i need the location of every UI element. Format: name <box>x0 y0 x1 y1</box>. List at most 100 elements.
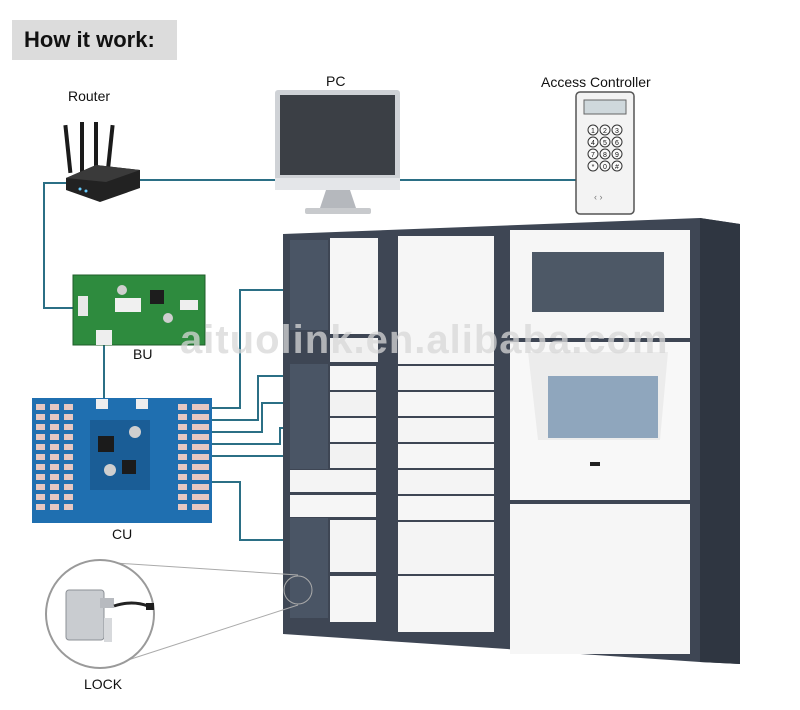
keypad-key-label: 1 <box>591 128 595 135</box>
cu-connector-pin <box>36 434 45 440</box>
cu-connector-pin <box>200 504 209 510</box>
keypad-key-label: 3 <box>615 128 619 135</box>
bu-board-icon <box>72 274 206 346</box>
cu-connectors <box>36 404 209 510</box>
pc-monitor-icon <box>275 90 400 214</box>
cu-locker-link-2 <box>210 375 296 421</box>
keypad-key <box>599 124 611 136</box>
cu-connector-pin <box>192 444 201 450</box>
cu-connector-pin <box>36 464 45 470</box>
keypad-key <box>587 160 599 172</box>
keypad-key-label: 9 <box>615 152 619 159</box>
keypad-key <box>611 160 623 172</box>
cu-connector-pin <box>178 414 187 420</box>
keypad-key-label: 4 <box>591 140 595 147</box>
cu-connector-pin <box>200 444 209 450</box>
cu-connector-pin <box>178 484 187 490</box>
cu-connector-pin <box>192 504 201 510</box>
cu-connector-pin <box>192 494 201 500</box>
cu-connector-pin <box>192 484 201 490</box>
keypad-key <box>599 160 611 172</box>
keypad-key-label: 6 <box>615 140 619 147</box>
cu-connector-pin <box>192 474 201 480</box>
cu-locker-link-6 <box>210 481 296 541</box>
cu-connector-pin <box>36 424 45 430</box>
cu-connector-pin <box>36 494 45 500</box>
cu-connector-pin <box>50 484 59 490</box>
cu-connector-pin <box>50 444 59 450</box>
cu-connector-pin <box>200 454 209 460</box>
cu-connector-pin <box>192 414 201 420</box>
cu-connector-pin <box>178 424 187 430</box>
cu-connector-pin <box>36 474 45 480</box>
cu-connector-pin <box>200 484 209 490</box>
locker-cabinet <box>283 218 740 664</box>
cu-connector-pin <box>200 494 209 500</box>
cu-label: CU <box>112 526 133 542</box>
keypad-key <box>611 136 623 148</box>
cu-connector-pin <box>178 454 187 460</box>
cu-connector-pin <box>50 414 59 420</box>
cu-board-icon <box>32 398 212 523</box>
access-controller-label: Access Controller <box>541 74 651 90</box>
cu-connector-pin <box>50 474 59 480</box>
cu-connector-pin <box>36 504 45 510</box>
cu-connector-pin <box>178 474 187 480</box>
router-bu-link <box>43 182 78 309</box>
pc-label: PC <box>326 73 346 89</box>
keypad-key <box>587 136 599 148</box>
cu-connector-pin <box>200 414 209 420</box>
keypad-key-label: 5 <box>603 140 607 147</box>
cu-connector-pin <box>178 464 187 470</box>
cu-connector-pin <box>192 464 201 470</box>
keypad-key-label: 8 <box>603 152 607 159</box>
cu-connector-pin <box>36 414 45 420</box>
cu-connector-pin <box>64 494 73 500</box>
cu-connector-pin <box>64 474 73 480</box>
cu-connector-pin <box>64 454 73 460</box>
cu-connector-pin <box>200 424 209 430</box>
cu-connector-pin <box>50 504 59 510</box>
cu-connector-pin <box>178 444 187 450</box>
cu-connector-pin <box>178 404 187 410</box>
cu-connector-pin <box>64 414 73 420</box>
watermark-text: aituolink.en.alibaba.com <box>180 318 669 362</box>
keypad-key-label: * <box>592 164 595 171</box>
cu-locker-link-3 <box>210 402 296 433</box>
keypad-key <box>587 148 599 160</box>
cu-connector-pin <box>200 464 209 470</box>
keypad-key-label: # <box>615 164 619 171</box>
cu-connector-pin <box>36 484 45 490</box>
cu-connector-pin <box>200 404 209 410</box>
cu-connector-pin <box>178 494 187 500</box>
cu-connector-pin <box>50 454 59 460</box>
cu-connector-pin <box>200 474 209 480</box>
keypad-key-label: 0 <box>603 164 607 171</box>
lock-label: LOCK <box>84 676 123 692</box>
cu-connector-pin <box>64 434 73 440</box>
cu-connector-pin <box>200 434 209 440</box>
cu-connector-pin <box>178 434 187 440</box>
cu-connector-pin <box>64 424 73 430</box>
cu-connector-pin <box>36 404 45 410</box>
cu-connector-pin <box>192 424 201 430</box>
keypad-key <box>611 148 623 160</box>
keypad-key <box>587 124 599 136</box>
cu-connector-pin <box>64 504 73 510</box>
cu-connector-pin <box>192 454 201 460</box>
cu-connector-pin <box>64 464 73 470</box>
cu-connector-pin <box>192 404 201 410</box>
cu-connector-pin <box>192 434 201 440</box>
svg-text:‹ ›: ‹ › <box>594 192 603 202</box>
cu-locker-link-1 <box>210 289 296 409</box>
router-label: Router <box>68 88 111 104</box>
keypad-key-label: 7 <box>591 152 595 159</box>
keypad-key <box>599 148 611 160</box>
keypad-key <box>611 124 623 136</box>
cu-connector-pin <box>64 404 73 410</box>
cu-connector-pin <box>50 434 59 440</box>
heading-background <box>12 20 177 60</box>
cu-connector-pin <box>178 504 187 510</box>
